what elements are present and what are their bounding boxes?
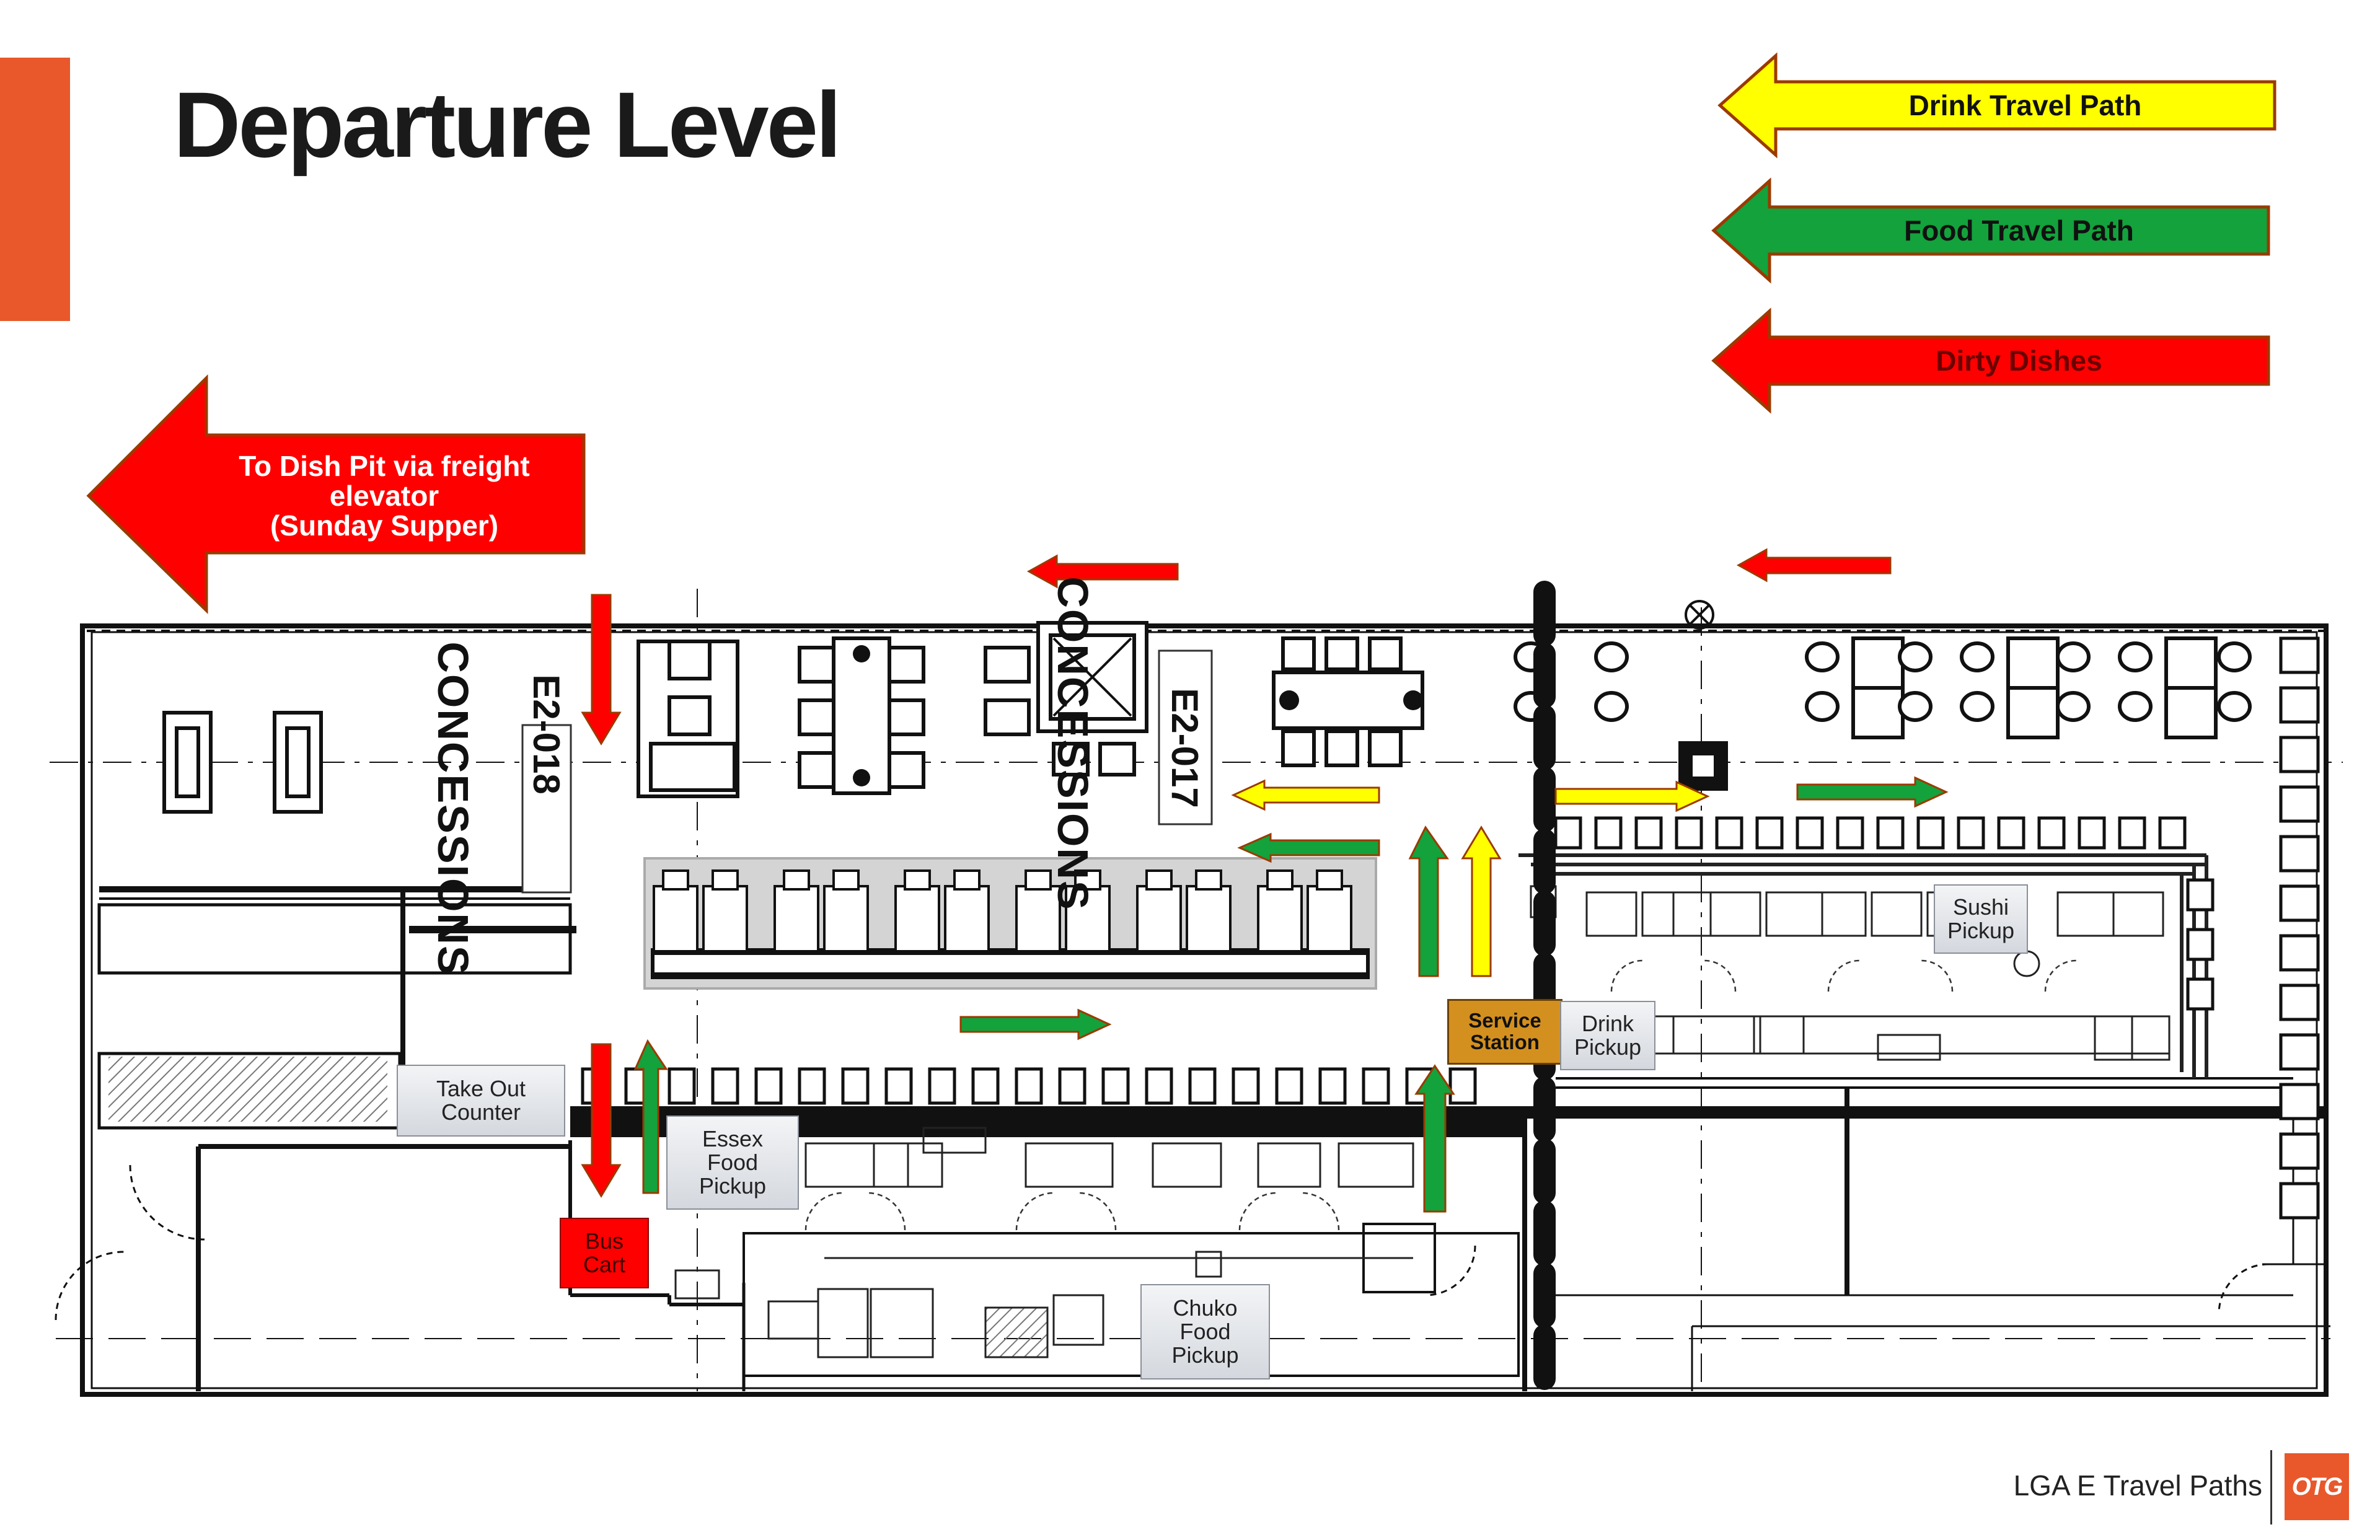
concessions-e2-018-code: E2-018 [526, 674, 568, 794]
footer-title: LGA E Travel Paths [2013, 1469, 2262, 1502]
legend-arrow-drink [1717, 52, 2276, 159]
legend-label-drink: Drink Travel Path [1908, 89, 2142, 121]
table-dots [853, 645, 1728, 791]
food-arrow-up-3 [1414, 1064, 1455, 1213]
stool-row-sushi [1554, 816, 2215, 1011]
food-arrow-up-2 [633, 1039, 668, 1194]
food-arrow-1 [1237, 832, 1380, 863]
stool-row-essex [581, 1067, 1477, 1105]
legend-label-dirty: Dirty Dishes [1936, 344, 2102, 377]
food-arrows [633, 776, 1949, 1213]
dish-pit-arrow [86, 374, 586, 614]
dish-pit-line-2: elevator [329, 479, 439, 512]
dirty-arrow-down-1 [581, 594, 622, 746]
accent-bar [0, 58, 70, 321]
concession-boxes [521, 649, 1213, 894]
legend-arrow-dirty [1711, 307, 2270, 414]
concession-counter [643, 857, 1377, 990]
tables-small [1689, 752, 1717, 780]
kitchen-door-swings [804, 959, 2077, 1231]
dirty-arrow-top-2 [1736, 548, 1892, 583]
drink-arrow-1 [1231, 779, 1380, 811]
footer-divider [2270, 1450, 2272, 1525]
food-arrow-3 [1796, 776, 1949, 808]
chuko-food-pickup-label: Chuko Food Pickup [1140, 1284, 1270, 1379]
drink-arrows [1231, 779, 1710, 977]
concessions-e2-017-name: CONCESSIONS [1048, 576, 1097, 911]
page-title: Departure Level [174, 73, 842, 177]
drink-arrow-2 [1554, 780, 1710, 812]
essex-food-pickup-label: Essex Food Pickup [666, 1115, 799, 1210]
drink-pickup-label: Drink Pickup [1560, 1001, 1655, 1070]
food-arrow-up-1 [1408, 825, 1449, 977]
legend [1711, 52, 2276, 414]
take-out-counter-label: Take Out Counter [397, 1065, 565, 1137]
otg-logo: OTG [2285, 1453, 2349, 1520]
stool-column-right [2279, 636, 2320, 1220]
dirty-arrows [581, 548, 1892, 1198]
bus-cart-label: Bus Cart [560, 1218, 649, 1288]
legend-label-food: Food Travel Path [1904, 214, 2134, 247]
drink-arrow-up [1461, 825, 1502, 977]
dish-pit-line-1: To Dish Pit via freight [239, 449, 530, 482]
concessions-e2-018-name: CONCESSIONS [428, 641, 477, 976]
concessions-e2-017-code: E2-017 [1164, 688, 1206, 808]
sushi-pickup-label: Sushi Pickup [1934, 884, 2028, 954]
dirty-arrow-top-1 [1026, 554, 1179, 589]
dish-pit-line-3: (Sunday Supper) [270, 509, 499, 542]
dish-pit-label: To Dish Pit via freight elevator (Sunday… [186, 440, 583, 552]
food-arrow-2 [959, 1008, 1112, 1041]
dirty-arrow-down-2 [581, 1043, 622, 1198]
pillar-markers [1052, 600, 1714, 717]
service-station-label: Service Station [1447, 999, 1562, 1065]
legend-arrow-food [1711, 177, 2270, 284]
